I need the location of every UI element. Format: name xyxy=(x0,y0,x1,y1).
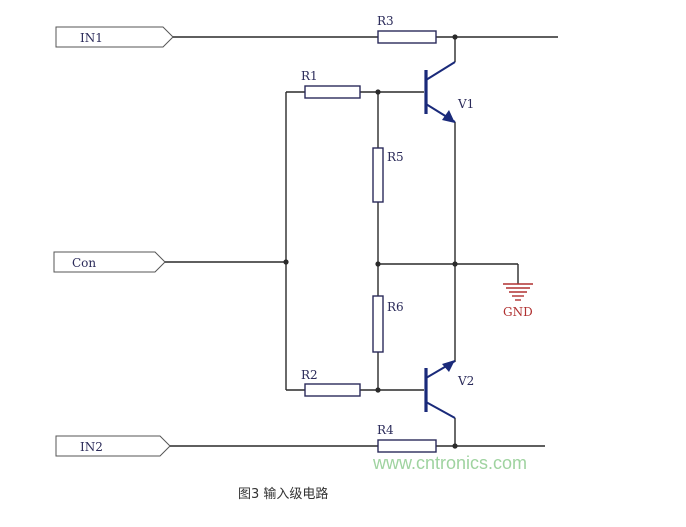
junction-con xyxy=(283,259,289,265)
ground-symbol: GND xyxy=(503,283,533,319)
resistor-r2: R2 xyxy=(301,368,361,397)
transistor-v2-collector-leg xyxy=(425,401,456,419)
resistor-r2-label: R2 xyxy=(301,368,318,382)
port-con: Con xyxy=(53,251,166,273)
port-in2: IN2 xyxy=(55,435,171,457)
resistor-r4: R4 xyxy=(377,423,437,453)
resistor-r1-label: R1 xyxy=(301,69,318,83)
port-in2-shape xyxy=(55,435,171,457)
transistor-v2-label: V2 xyxy=(457,374,474,388)
junctions xyxy=(283,34,458,449)
transistor-v1: V1 xyxy=(424,61,474,123)
junction-r1 xyxy=(375,89,381,95)
wires xyxy=(165,36,558,447)
resistor-r2-body xyxy=(304,383,361,397)
junction-r3 xyxy=(452,34,458,40)
transistor-v1-label: V1 xyxy=(457,97,474,111)
resistor-r6: R6 xyxy=(372,295,404,353)
resistor-r3: R3 xyxy=(377,14,437,44)
transistor-v1-collector-leg xyxy=(425,61,456,81)
figure-caption: 图3 输入级电路 xyxy=(238,486,328,502)
resistor-r1-body xyxy=(304,85,361,99)
junction-r4 xyxy=(452,443,458,449)
junction-mid xyxy=(375,261,381,267)
transistor-v2-emitter-arrow xyxy=(442,360,455,372)
resistor-r6-label: R6 xyxy=(387,300,404,314)
port-in1: IN1 xyxy=(55,26,174,48)
junction-r2 xyxy=(375,387,381,393)
resistor-r4-body xyxy=(377,439,437,453)
resistor-r1: R1 xyxy=(301,69,361,99)
resistor-r3-body xyxy=(377,30,437,44)
junction-emitter xyxy=(452,261,458,267)
port-con-shape xyxy=(53,251,166,273)
resistor-r5-label: R5 xyxy=(387,150,404,164)
resistor-r5-body xyxy=(372,147,384,203)
port-con-label: Con xyxy=(72,256,96,270)
port-in2-label: IN2 xyxy=(80,440,103,454)
transistor-v1-emitter-arrow xyxy=(442,110,455,123)
resistor-r5: R5 xyxy=(372,147,404,203)
resistor-r6-body xyxy=(372,295,384,353)
ground-label: GND xyxy=(503,305,533,319)
port-in1-shape xyxy=(55,26,174,48)
watermark-text: www.cntronics.com xyxy=(372,453,527,473)
resistor-r3-label: R3 xyxy=(377,14,394,28)
resistor-r4-label: R4 xyxy=(377,423,394,437)
transistor-v2: V2 xyxy=(424,360,474,419)
port-in1-label: IN1 xyxy=(80,31,103,45)
